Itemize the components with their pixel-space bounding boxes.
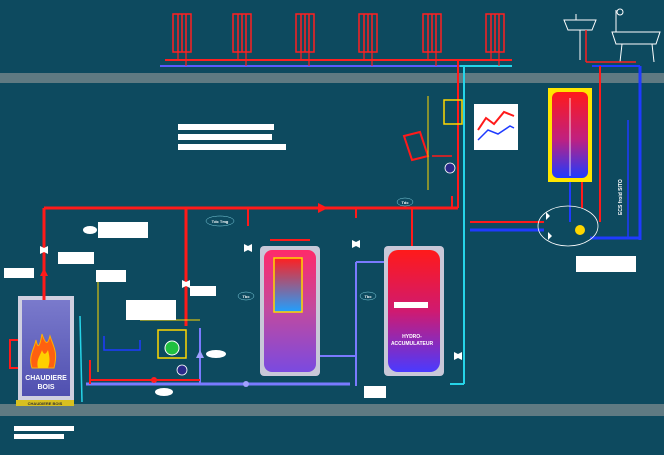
- lower-floor-slab: [0, 404, 664, 416]
- label-pump-group: [126, 300, 176, 320]
- tag-left-tank-text: Tbc: [242, 294, 250, 299]
- accumulator-label-plate: [394, 302, 428, 308]
- circulator-pump-icon: [164, 340, 180, 356]
- tag-right-tank: [359, 291, 377, 301]
- solar-station: [443, 99, 463, 125]
- flow-arrow-main: [318, 203, 328, 213]
- info-text-block-3: [178, 144, 286, 150]
- pump-group-frame: [157, 329, 187, 359]
- radiator-1: [172, 13, 192, 53]
- label-oval-3: [83, 226, 97, 234]
- label-oval-2: [155, 388, 173, 396]
- label-boiler-left: [4, 268, 34, 278]
- radiators: [172, 13, 505, 53]
- label-ecs-right: [576, 256, 636, 272]
- valve-icon: [244, 244, 252, 252]
- flow-arrow-return: [196, 350, 204, 358]
- solar-pump: [444, 162, 456, 174]
- ecs-exchanger-valve: [575, 225, 585, 235]
- boiler-label-line2: BOIS: [37, 384, 54, 391]
- bathtub: [611, 8, 661, 63]
- radiator-4: [358, 13, 378, 53]
- valve-icon: [182, 280, 190, 288]
- wash-basin: [563, 14, 597, 60]
- label-circuit-2: [96, 270, 126, 282]
- tag-tdc-top: [396, 197, 414, 207]
- solar-panel-curve-1: [477, 110, 515, 131]
- label-oval-1: [206, 350, 226, 358]
- tag-tcoll-text: Tdc Tmg: [212, 219, 229, 224]
- radiator-5: [422, 13, 442, 53]
- radiator-2: [232, 13, 252, 53]
- flow-arrow-boiler: [40, 268, 48, 276]
- radiator-3: [295, 13, 315, 53]
- boiler-nameplate-text: CHAUDIERE BOIS: [28, 401, 63, 406]
- valve-icon: [40, 246, 48, 254]
- boiler-nameplate: [16, 400, 74, 406]
- valve-icons: [40, 212, 552, 360]
- accumulator-label-line2: ACCUMULATEUR: [391, 341, 434, 347]
- accumulator-label-line1: HYDRO-: [402, 334, 422, 340]
- tag-right-tank-text: Tbc: [364, 294, 372, 299]
- solar-panel-curve-2: [477, 125, 515, 141]
- tag-tdc-top-text: Tdc: [401, 200, 409, 205]
- tag-tcoll: [205, 215, 235, 227]
- boiler-label-line1: CHAUDIERE: [25, 375, 67, 382]
- valve-icon: [546, 212, 550, 220]
- label-valve-right: [190, 286, 216, 296]
- upper-floor-slab: [0, 73, 664, 83]
- label-circuit-1: [58, 252, 94, 264]
- return-node-1: [243, 381, 249, 387]
- solar-collector-icon: [402, 130, 430, 162]
- boiler-side-loop: [9, 339, 22, 369]
- left-tank-coil: [273, 257, 303, 313]
- info-text-block-1: [178, 124, 274, 130]
- valve-icon: [352, 240, 360, 248]
- accumulator-body: [388, 250, 440, 372]
- label-boiler-sensor: [98, 222, 148, 238]
- info-text-block-2: [178, 134, 272, 140]
- valve-icon: [454, 352, 462, 360]
- flame-inner-icon: [37, 350, 50, 368]
- ecs-vertical-label: ECS froid SITO: [618, 179, 624, 215]
- ecs-exchanger-zone: [537, 205, 599, 247]
- circulator-pump-2: [176, 364, 188, 376]
- legend-bar: [14, 426, 74, 431]
- valve-icon: [548, 232, 552, 240]
- tag-left-tank: [237, 291, 255, 301]
- label-bottom-accu: [364, 386, 386, 398]
- cyan-return-left: [79, 315, 83, 403]
- radiator-6: [485, 13, 505, 53]
- blue-bypass: [103, 336, 141, 351]
- radiator-drops: [177, 52, 500, 66]
- legend-bar-2: [14, 434, 64, 439]
